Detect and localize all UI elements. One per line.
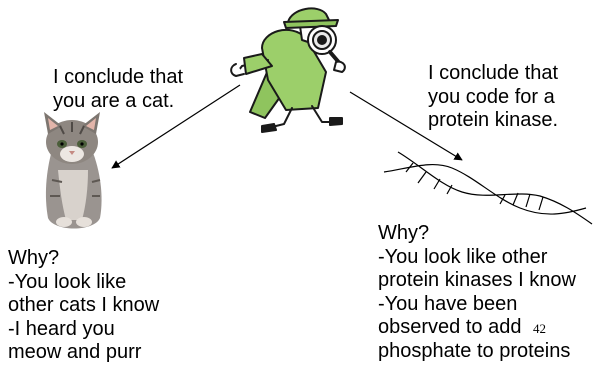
left-reasoning-text: Why? -You look like other cats I know -I… [8,247,159,365]
text-line: observed to add [378,316,576,340]
text-line: protein kinases I know [378,269,576,293]
left-conclusion-text: I conclude that you are a cat. [53,66,183,113]
text-line: other cats I know [8,294,159,318]
text-line: -You have been [378,293,576,317]
right-conclusion-text: I conclude that you code for a protein k… [428,62,558,133]
text-line: phosphate to proteins [378,340,576,364]
kitten-icon [44,112,102,229]
text-line: I conclude that [428,62,558,86]
dna-double-helix-icon [384,152,592,224]
text-line: -You look like [8,271,159,295]
detective-icon [231,8,345,132]
text-line: -I heard you [8,318,159,342]
text-line: -You look like other [378,246,576,270]
text-line: meow and purr [8,341,159,365]
text-line: protein kinase. [428,109,558,133]
right-reasoning-text: Why? -You look like other protein kinase… [378,222,576,363]
text-line: you are a cat. [53,90,183,114]
text-line: I conclude that [53,66,183,90]
page-number: 42 [533,321,546,337]
text-line: Why? [8,247,159,271]
text-line: Why? [378,222,576,246]
text-line: you code for a [428,86,558,110]
